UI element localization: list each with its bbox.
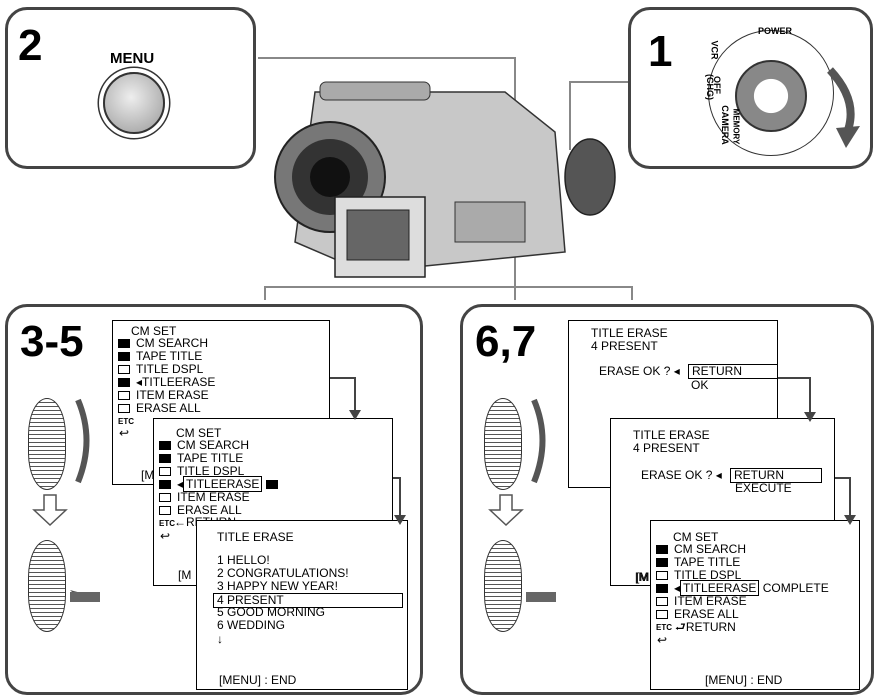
option-return: RETURN (730, 468, 822, 483)
item-icon (118, 391, 130, 400)
tape-icon (159, 454, 171, 463)
cm-set-icon (159, 480, 171, 489)
menu-item: ERASE ALL (159, 504, 242, 517)
control-dial-rotate[interactable] (484, 398, 522, 490)
title-item: 5 GOOD MORNING (217, 605, 326, 619)
menu-end-footer: [MENU] : END (219, 673, 297, 687)
option-execute: EXECUTE (735, 481, 792, 495)
menu-item-selected: ◂TITLEERASE (118, 376, 215, 389)
screen-title: TITLE ERASE (633, 428, 710, 442)
menu-item: TITLE DSPL (118, 363, 203, 376)
erase-question: ERASE OK ? ◂ (641, 468, 722, 482)
menu-item: ERASE ALL (118, 402, 201, 415)
menu-item: TITLE DSPL (656, 569, 741, 582)
etc-label: ETC (159, 519, 175, 528)
screen-title: CM SET (176, 426, 222, 440)
menu-item: TAPE TITLE (656, 556, 740, 569)
power-switch-knob[interactable] (735, 60, 807, 132)
title-icon (159, 467, 171, 476)
erase-icon (656, 610, 668, 619)
item-icon (656, 597, 668, 606)
cm-icon (656, 545, 668, 554)
menu-end-footer: [MENU] : END (705, 673, 783, 687)
item-icon (159, 493, 171, 502)
down-arrow-icon: ↓ (217, 632, 223, 646)
screen-title: CM SET (673, 530, 719, 544)
label-power: POWER (758, 26, 793, 36)
cm-icon (118, 339, 130, 348)
screen-title: CM SET (131, 324, 177, 338)
title-item: 2 CONGRATULATIONS! (217, 566, 349, 580)
erase-icon (118, 404, 130, 413)
menu-partial: [M (141, 468, 155, 482)
menu-item: CM SEARCH (159, 439, 249, 452)
step-number-1: 1 (648, 27, 673, 76)
step-number-3-5: 3-5 (20, 317, 84, 366)
menu-partial: [M (635, 570, 649, 584)
camcorder-illustration (255, 62, 620, 287)
etc-label: ETC (656, 623, 672, 632)
title-item-selected: 4 PRESENT (213, 593, 403, 608)
title-erase-list-screen: TITLE ERASE 1 HELLO! 2 CONGRATULATIONS! … (196, 520, 408, 690)
screen-subtitle: 4 PRESENT (633, 441, 700, 455)
menu-button[interactable] (103, 72, 165, 134)
menu-item: TITLE DSPL (159, 465, 244, 478)
title-icon (118, 365, 130, 374)
cm-set-icon (265, 480, 278, 489)
menu-item-selected: ◂TITLEERASE (159, 476, 284, 492)
tape-icon (656, 558, 668, 567)
complete-label: COMPLETE (762, 581, 829, 595)
return-icon: ↩ (657, 633, 668, 647)
menu-screen-cm-set-selected: CM SET CM SEARCH TAPE TITLE TITLE DSPL ◂… (153, 418, 393, 586)
screen-subtitle: 4 PRESENT (591, 339, 658, 353)
menu-partial: [M (178, 568, 192, 582)
menu-item: ITEM ERASE (656, 595, 747, 608)
return-icon: ↩ (119, 426, 130, 440)
menu-item: ITEM ERASE (159, 491, 250, 504)
menu-item: ITEM ERASE (118, 389, 209, 402)
erase-icon (159, 506, 171, 515)
menu-item: CM SEARCH (656, 543, 746, 556)
menu-item: TAPE TITLE (118, 350, 202, 363)
return-item: ⮐RETURN (675, 620, 736, 634)
menu-partial: [M (636, 570, 650, 584)
cm-icon (159, 441, 171, 450)
title-item: 6 WEDDING (217, 618, 286, 632)
screen-title: TITLE ERASE (591, 326, 668, 340)
option-ok: OK (691, 378, 709, 392)
screen-title: TITLE ERASE (217, 530, 294, 544)
control-dial-press[interactable] (484, 540, 522, 632)
control-dial-press[interactable] (28, 540, 66, 632)
control-dial-rotate[interactable] (28, 398, 66, 490)
etc-label: ETC (118, 417, 134, 426)
menu-item-selected: ◂TITLEERASE COMPLETE (656, 580, 829, 596)
step-number-6-7: 6,7 (475, 317, 537, 366)
cm-set-icon (656, 584, 668, 593)
title-item: 1 HELLO! (217, 553, 270, 567)
title-icon (656, 571, 668, 580)
erase-question: ERASE OK ? ◂ (599, 364, 680, 378)
cm-set-complete-screen: CM SET CM SEARCH TAPE TITLE TITLE DSPL ◂… (650, 520, 860, 690)
option-return: RETURN (688, 364, 778, 379)
tape-icon (118, 352, 130, 361)
title-item: 3 HAPPY NEW YEAR! (217, 579, 338, 593)
menu-item: CM SEARCH (118, 337, 208, 350)
menu-button-label: MENU (110, 50, 155, 67)
step-number-2: 2 (18, 21, 43, 70)
cm-set-icon (118, 378, 130, 387)
menu-item: ERASE ALL (656, 608, 739, 621)
menu-item: TAPE TITLE (159, 452, 243, 465)
return-icon: ↩ (160, 529, 171, 543)
